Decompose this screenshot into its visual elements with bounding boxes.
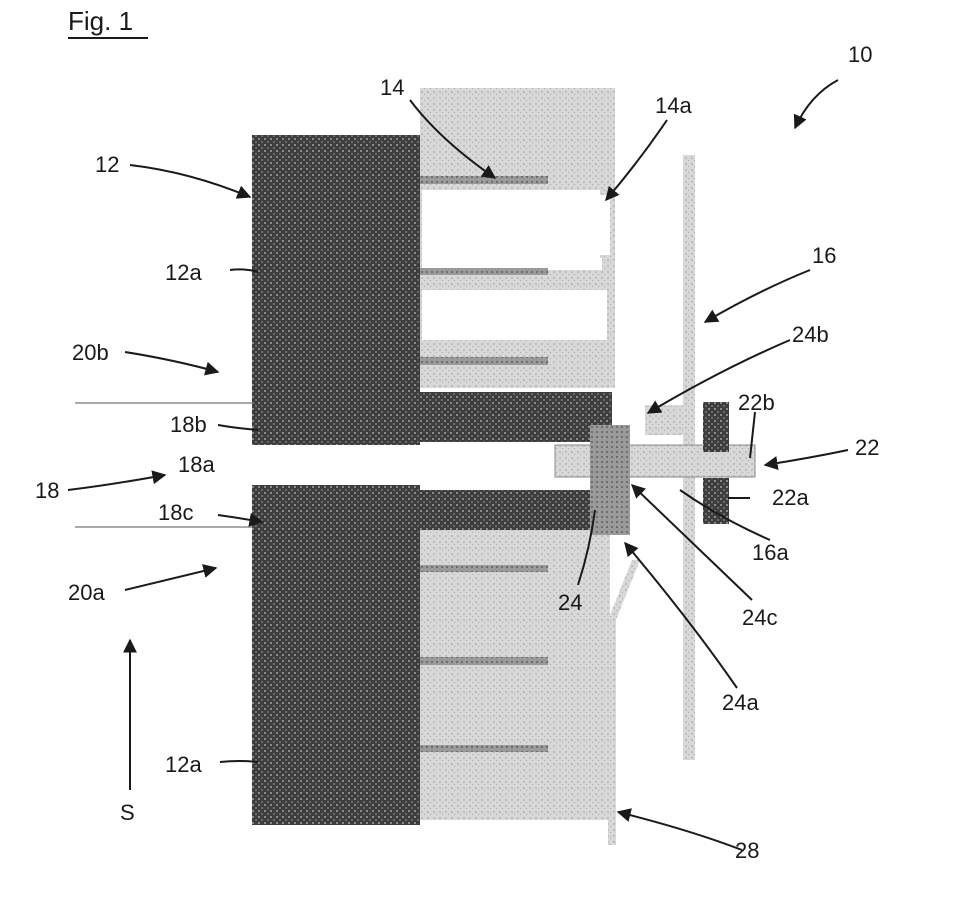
label-14a: 14a xyxy=(655,93,692,118)
fin-1 xyxy=(420,176,548,184)
label-18c: 18c xyxy=(158,500,193,525)
label-18: 18 xyxy=(35,478,59,503)
plate-18c xyxy=(252,490,612,530)
seal-24 xyxy=(590,425,630,535)
plate-18b xyxy=(252,392,612,442)
label-12a-bottom: 12a xyxy=(165,752,202,777)
lower-stack-12 xyxy=(252,485,420,825)
figure-title: Fig. 1 xyxy=(68,6,133,36)
block-22b xyxy=(703,402,729,452)
label-16a: 16a xyxy=(752,540,789,565)
plate-14a-gap xyxy=(600,195,610,255)
upper-slot-2 xyxy=(422,290,607,340)
leader-24a xyxy=(625,543,737,688)
label-18b: 18b xyxy=(170,412,207,437)
leader-20b xyxy=(125,352,218,372)
fin-6 xyxy=(420,745,548,752)
label-20b: 20b xyxy=(72,340,109,365)
leader-12 xyxy=(130,165,250,197)
fin-4 xyxy=(420,565,548,572)
seal-24b xyxy=(645,405,683,435)
label-24: 24 xyxy=(558,590,582,615)
label-10: 10 xyxy=(848,42,872,67)
fin-5 xyxy=(420,657,548,665)
leader-10 xyxy=(795,80,838,128)
label-12a-top: 12a xyxy=(165,260,202,285)
fin-2 xyxy=(420,268,548,275)
label-28: 28 xyxy=(735,838,759,863)
lower-light-body xyxy=(420,490,610,820)
leader-16 xyxy=(705,270,810,322)
leader-14a xyxy=(606,120,667,200)
label-18a: 18a xyxy=(178,452,215,477)
leader-22 xyxy=(765,450,848,465)
label-22b: 22b xyxy=(738,390,775,415)
label-12: 12 xyxy=(95,152,119,177)
label-24a: 24a xyxy=(722,690,759,715)
label-S: S xyxy=(120,800,135,825)
label-22a: 22a xyxy=(772,485,809,510)
label-22: 22 xyxy=(855,435,879,460)
upper-slot-1 xyxy=(422,190,602,270)
leader-28 xyxy=(618,812,742,850)
leader-20a xyxy=(125,568,216,590)
label-24b: 24b xyxy=(792,322,829,347)
label-16: 16 xyxy=(812,243,836,268)
leader-12a-bottom xyxy=(220,761,258,762)
plate-28 xyxy=(608,560,640,845)
leader-18 xyxy=(68,475,165,490)
label-20a: 20a xyxy=(68,580,105,605)
label-14: 14 xyxy=(380,75,404,100)
label-24c: 24c xyxy=(742,605,777,630)
fin-3 xyxy=(420,357,548,365)
